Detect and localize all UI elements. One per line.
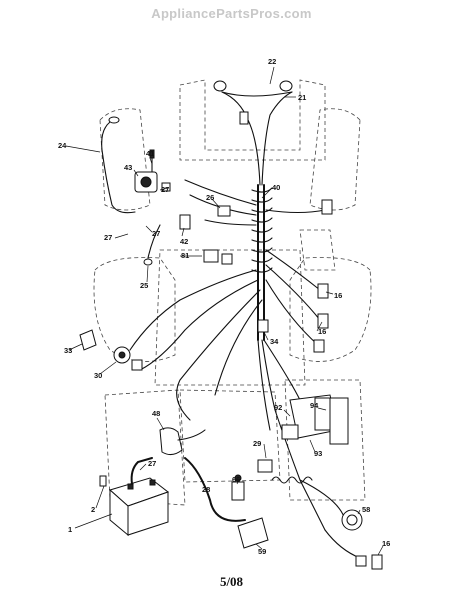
coil-cord (271, 476, 313, 484)
revision-date: 5/08 (219, 574, 244, 589)
callout-43: 43 (124, 163, 132, 172)
callout-24: 24 (58, 141, 67, 150)
starter-solenoid (231, 474, 245, 501)
leader-lines (65, 66, 384, 556)
callout-21: 21 (298, 93, 306, 102)
fuse-holder (257, 319, 269, 333)
callout-58: 58 (362, 505, 370, 514)
callout-16-lower: 16 (382, 539, 390, 548)
battery (108, 477, 170, 537)
connector (257, 459, 273, 473)
main-wire-harness (129, 80, 361, 559)
callout-2: 2 (91, 505, 95, 514)
callout-94: 94 (310, 401, 319, 410)
control-module (281, 394, 349, 445)
callout-27-mid: 27 (152, 229, 160, 238)
callout-48: 48 (152, 409, 160, 418)
callout-25: 25 (140, 281, 148, 290)
ignition-switch (134, 149, 171, 193)
callout-30: 30 (94, 371, 102, 380)
engine-connector (341, 509, 363, 531)
starter-cable (184, 457, 246, 522)
callout-81: 81 (181, 251, 189, 260)
pto-switch (113, 346, 143, 371)
regulator (237, 517, 269, 549)
ground-strap (147, 224, 161, 259)
callout-22: 22 (268, 57, 276, 66)
callouts: 22 21 24 41 43 27 40 26 27 27 42 81 25 1… (58, 57, 390, 556)
callout-29: 29 (253, 439, 261, 448)
callout-42: 42 (180, 237, 188, 246)
callout-28: 28 (202, 485, 210, 494)
callout-93: 93 (314, 449, 322, 458)
callout-27-left: 27 (104, 233, 112, 242)
callout-66: 66 (232, 475, 240, 484)
callout-27-lower: 27 (148, 459, 156, 468)
callout-27-upper: 27 (161, 185, 169, 194)
watermark: AppliancePartsPros.com (151, 6, 312, 21)
callout-1: 1 (68, 525, 72, 534)
callout-59: 59 (258, 547, 266, 556)
ground-wire (101, 121, 136, 214)
battery-cable (130, 457, 153, 485)
callout-16-mid: 16 (318, 327, 326, 336)
callout-40: 40 (272, 183, 280, 192)
callout-34: 34 (270, 337, 279, 346)
seat-switch (159, 427, 206, 456)
chassis-outline (93, 79, 372, 506)
callout-26: 26 (206, 193, 214, 202)
relay-connectors (179, 205, 233, 265)
callout-33: 33 (64, 346, 72, 355)
callout-16-upper: 16 (334, 291, 342, 300)
callout-41: 41 (146, 149, 154, 158)
brake-switch (79, 329, 97, 351)
connector-bottom (371, 554, 383, 570)
callout-92: 92 (274, 403, 282, 412)
